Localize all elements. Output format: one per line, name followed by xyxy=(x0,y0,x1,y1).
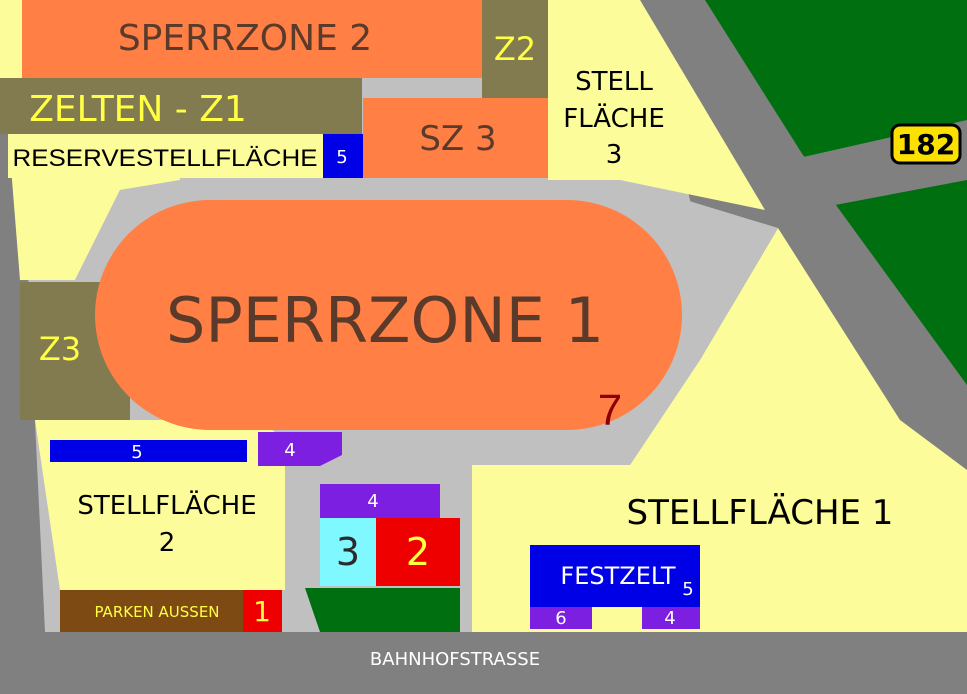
cyan-box-3 xyxy=(320,518,376,586)
festzelt-6-label: 6 xyxy=(555,608,566,629)
purple-box-4-center-label: 4 xyxy=(367,491,378,512)
zone-z2-label: Z2 xyxy=(494,30,536,68)
festzelt-6-box xyxy=(530,607,592,629)
sperrzone-1-label: SPERRZONE 1 xyxy=(166,284,604,357)
stellflaeche-3-area xyxy=(548,0,765,210)
stellflaeche-3-label-line3: 3 xyxy=(606,140,623,170)
zelten-z1-label: ZELTEN - Z1 xyxy=(29,89,247,130)
red-box-1 xyxy=(243,590,282,632)
road-182-sign-label: 182 xyxy=(897,128,955,161)
green-patch-center xyxy=(305,588,460,632)
sperrzone-2 xyxy=(22,0,482,78)
sz-3 xyxy=(363,98,548,178)
blue-bar-5-label: 5 xyxy=(131,442,142,463)
reservestellflaeche-label: RESERVESTELLFLÄCHE xyxy=(13,145,318,172)
bahnhofstrasse-road xyxy=(0,632,967,694)
cyan-box-3-label: 3 xyxy=(336,530,360,574)
stellflaeche-3-label-line1: STELL xyxy=(575,67,653,97)
bahnhofstrasse-label: BAHNHOFSTRASSE xyxy=(370,649,540,670)
blue-bar-5 xyxy=(50,440,247,462)
festzelt xyxy=(530,545,700,607)
reserve-blue-box xyxy=(323,134,363,178)
stellflaeche-3-label-line2: FLÄCHE xyxy=(563,102,665,134)
purple-box-4-top xyxy=(258,432,342,466)
stellflaeche-1-area xyxy=(472,228,967,632)
reserve-blue-box-label: 5 xyxy=(336,147,347,168)
festzelt-4-label: 4 xyxy=(664,608,675,629)
zelten-z1 xyxy=(0,78,362,134)
red-box-2 xyxy=(376,518,460,586)
red-box-2-label: 2 xyxy=(406,530,430,574)
parken-aussen-label: PARKEN AUSSEN xyxy=(94,603,219,621)
parken-aussen xyxy=(60,590,243,632)
stellflaeche-1-label: STELLFLÄCHE 1 xyxy=(627,493,894,533)
sperrzone-2-label: SPERRZONE 2 xyxy=(118,18,372,59)
stellflaeche-2-area xyxy=(35,420,285,590)
purple-box-4-top-label: 4 xyxy=(284,440,295,461)
red-box-1-label: 1 xyxy=(253,595,271,628)
marker-7: 7 xyxy=(598,386,622,435)
sz-3-label: SZ 3 xyxy=(419,119,496,159)
festzelt-label: FESTZELT xyxy=(560,562,676,590)
reservestellflaeche xyxy=(8,134,323,178)
road-182-sign xyxy=(890,123,962,165)
zone-z2 xyxy=(482,0,548,98)
stellflaeche-2-label-line1: STELLFLÄCHE xyxy=(77,489,256,521)
sperrzone-1 xyxy=(95,200,682,430)
purple-box-4-center xyxy=(320,484,440,518)
stellflaeche-2-label-line2: 2 xyxy=(159,528,176,558)
festzelt-5-label: 5 xyxy=(682,579,693,600)
festzelt-4-box xyxy=(642,607,700,629)
zone-z3-label: Z3 xyxy=(39,330,81,368)
